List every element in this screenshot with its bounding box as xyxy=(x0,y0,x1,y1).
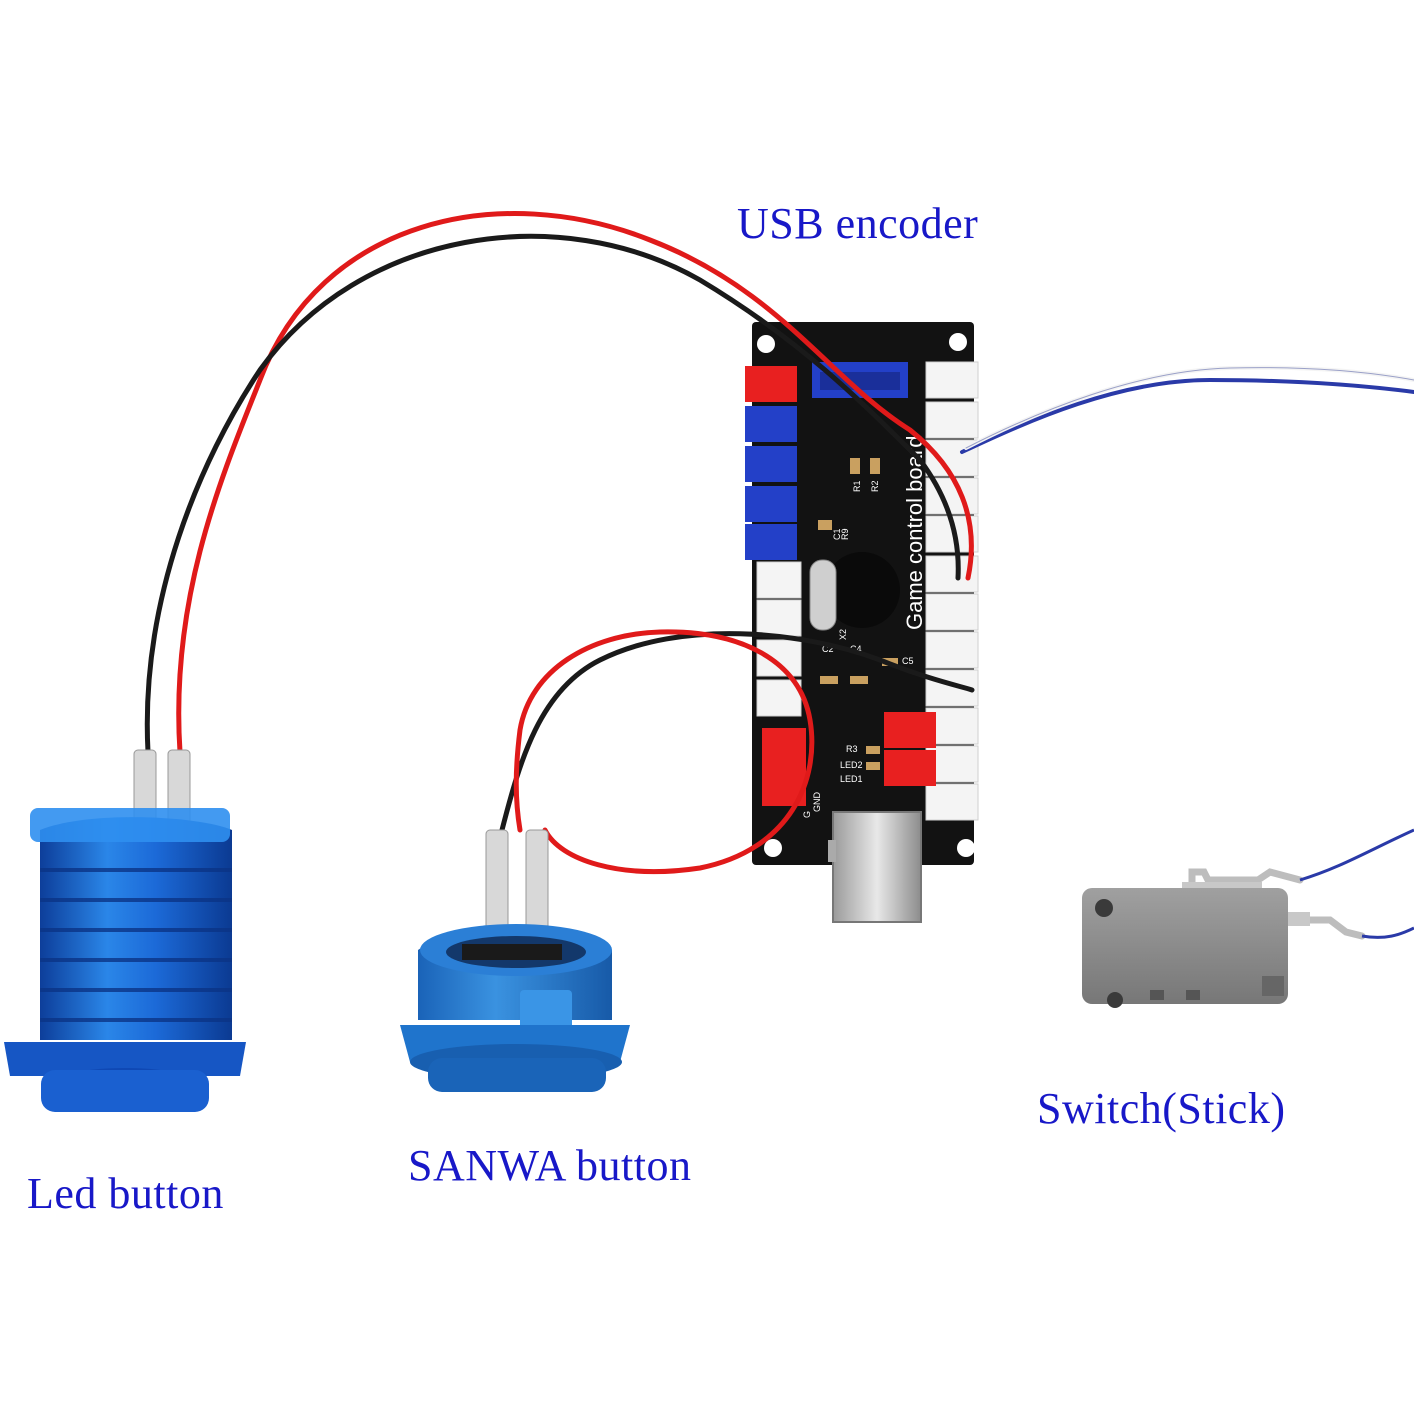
silk-x2: X2 xyxy=(838,629,848,640)
caption-switch-stick: Switch(Stick) xyxy=(1037,1084,1286,1133)
caption-led-button: Led button xyxy=(27,1169,224,1218)
silk-c1: C1 xyxy=(832,528,842,540)
silk-gnd: GND xyxy=(812,792,822,813)
usb-port xyxy=(828,811,922,923)
silk-c5: C5 xyxy=(902,656,914,666)
wires xyxy=(144,211,1414,875)
silk-r1: R1 xyxy=(852,480,862,492)
led-button xyxy=(4,749,246,1112)
silk-r3: R3 xyxy=(846,744,858,754)
silk-c2: C2 xyxy=(822,644,834,654)
silk-r9: R9 xyxy=(840,528,850,540)
silk-c4: C4 xyxy=(850,644,862,654)
caption-usb-encoder: USB encoder xyxy=(737,199,979,248)
sanwa-button xyxy=(400,829,630,1092)
silk-g: G xyxy=(802,811,812,818)
caption-sanwa-button: SANWA button xyxy=(408,1141,692,1190)
silk-r2: R2 xyxy=(870,480,880,492)
microswitch xyxy=(1082,828,1414,1008)
silk-led1: LED1 xyxy=(840,774,863,784)
silk-led2: LED2 xyxy=(840,760,863,770)
